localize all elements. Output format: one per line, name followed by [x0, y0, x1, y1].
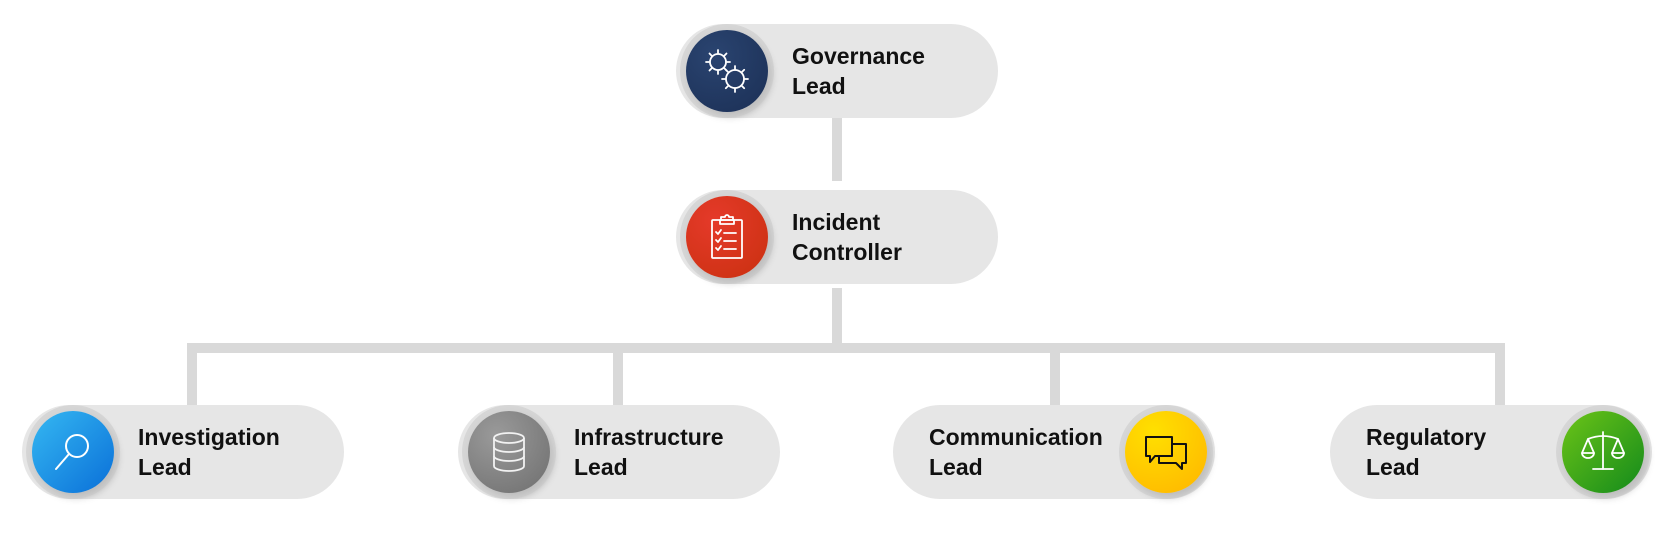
node-governance-lead[interactable]: Governance Lead [676, 24, 998, 118]
connector-communication [1050, 343, 1060, 405]
node-label: Incident Controller [792, 207, 902, 267]
node-title-line2: Lead [792, 73, 846, 99]
gears-icon [705, 49, 749, 93]
node-label: Communication Lead [929, 422, 1103, 482]
node-investigation-lead[interactable]: Investigation Lead [22, 405, 344, 499]
scales-icon [1581, 431, 1625, 470]
badge-communication [1125, 411, 1207, 493]
node-title-line2: Lead [929, 454, 983, 480]
clipboard-checklist-icon [711, 214, 743, 259]
badge-incident [686, 196, 768, 278]
node-title-line2: Lead [574, 454, 628, 480]
node-regulatory-lead[interactable]: Regulatory Lead [1330, 405, 1652, 499]
node-title-line1: Investigation [138, 424, 280, 450]
node-label: Governance Lead [792, 41, 925, 101]
badge-regulatory [1562, 411, 1644, 493]
node-incident-controller[interactable]: Incident Controller [676, 190, 998, 284]
node-label: Investigation Lead [138, 422, 280, 482]
connector-horizontal-bus [187, 343, 1505, 353]
connector-infrastructure [613, 343, 623, 405]
node-label: Infrastructure Lead [574, 422, 724, 482]
node-title-line2: Controller [792, 239, 902, 265]
node-title-line1: Infrastructure [574, 424, 724, 450]
node-title-line1: Communication [929, 424, 1103, 450]
node-title-line1: Incident [792, 209, 881, 235]
chat-bubbles-icon [1145, 436, 1187, 470]
node-infrastructure-lead[interactable]: Infrastructure Lead [458, 405, 780, 499]
badge-governance [686, 30, 768, 112]
connector-incident-trunk [832, 288, 842, 343]
node-title-line1: Regulatory [1366, 424, 1487, 450]
badge-infrastructure [468, 411, 550, 493]
database-icon [493, 432, 525, 472]
node-label: Regulatory Lead [1366, 422, 1486, 482]
magnifier-icon [55, 434, 89, 470]
node-communication-lead[interactable]: Communication Lead [893, 405, 1215, 499]
connector-regulatory [1495, 343, 1505, 405]
connector-governance-incident [832, 117, 842, 181]
connector-investigation [187, 343, 197, 405]
node-title-line2: Lead [138, 454, 192, 480]
node-title-line2: Lead [1366, 454, 1420, 480]
badge-investigation [32, 411, 114, 493]
node-title-line1: Governance [792, 43, 925, 69]
